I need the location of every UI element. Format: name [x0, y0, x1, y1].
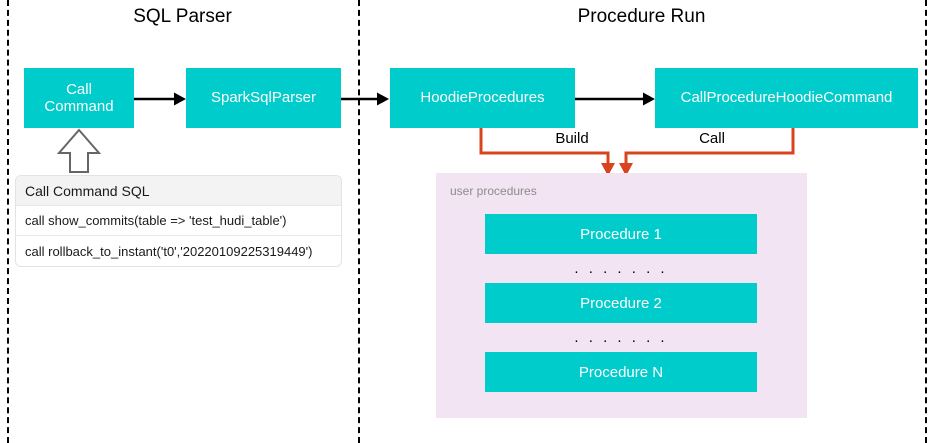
- call-command-sql-table: Call Command SQL call show_commits(table…: [16, 176, 341, 266]
- swimlane-divider-left: [7, 0, 9, 443]
- procedure-box[interactable]: Procedure 1: [485, 214, 757, 254]
- edge-label-call: Call: [699, 130, 725, 147]
- procedure-ellipsis: . . . . . . .: [574, 329, 668, 346]
- edge-label-build: Build: [555, 130, 589, 147]
- procedure-list: Procedure 1 . . . . . . . Procedure 2 . …: [485, 214, 757, 392]
- sql-table-row: call rollback_to_instant('t0','202201092…: [25, 243, 313, 259]
- section-title-sql-parser: SQL Parser: [133, 6, 232, 27]
- procedure-ellipsis: . . . . . . .: [574, 260, 668, 277]
- user-procedures-label: user procedures: [450, 184, 537, 198]
- sql-table-row: call show_commits(table => 'test_hudi_ta…: [16, 206, 341, 236]
- node-hoodie-procedures[interactable]: HoodieProcedures: [390, 68, 575, 128]
- arrow-up-outline-sql-to-call-command: [56, 128, 102, 173]
- arrow-call-command-to-spark-sql-parser: [134, 92, 186, 106]
- procedure-box[interactable]: Procedure 2: [485, 283, 757, 323]
- arrow-spark-sql-parser-to-hoodie-procedures: [341, 92, 389, 106]
- node-call-command[interactable]: Call Command: [24, 68, 134, 128]
- swimlane-divider-right: [925, 0, 927, 443]
- user-procedures-panel: user procedures Procedure 1 . . . . . . …: [436, 173, 807, 418]
- sql-table-header: Call Command SQL: [16, 176, 341, 206]
- node-spark-sql-parser[interactable]: SparkSqlParser: [186, 68, 341, 128]
- node-call-procedure-hoodie-command[interactable]: CallProcedureHoodieCommand: [655, 68, 918, 128]
- connector-call: [619, 128, 795, 176]
- procedure-box[interactable]: Procedure N: [485, 352, 757, 392]
- section-title-procedure-run: Procedure Run: [577, 6, 706, 27]
- swimlane-divider-middle: [358, 0, 360, 443]
- connector-build: [479, 128, 615, 176]
- arrow-hoodie-procedures-to-call-procedure-hoodie-command: [575, 92, 655, 106]
